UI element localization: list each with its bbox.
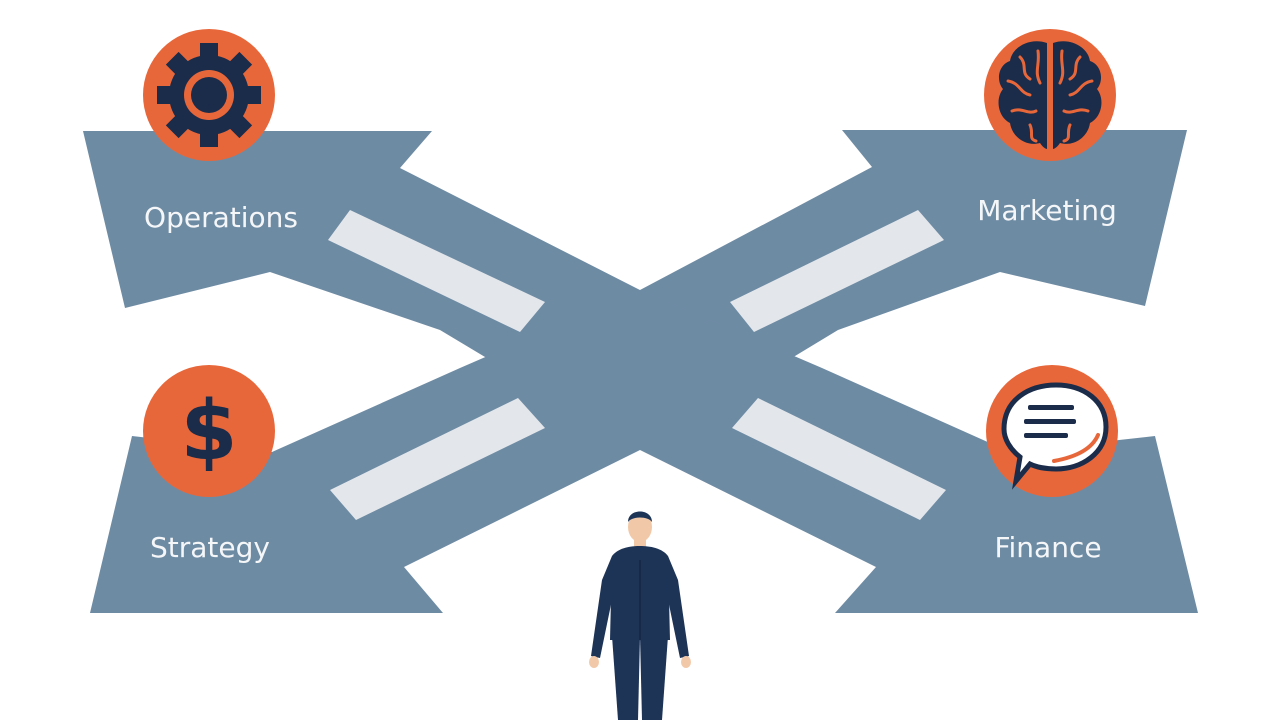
arrow-labels: Operations Marketing Strategy Finance [144,194,1117,564]
lane-marking-lower-right [732,398,946,520]
arrow-finance [640,290,1198,613]
dollar-icon: $ [143,365,275,497]
lane-marking-lower-left [330,398,545,520]
arrow-marketing [640,130,1187,450]
roads [83,130,1198,613]
label-operations: Operations [144,201,298,234]
lane-marking-upper-right [730,210,944,332]
gear-icon [143,29,275,161]
lane-marking-upper-left [328,210,545,332]
arrow-operations [83,131,640,450]
lane-markings [328,210,946,520]
brain-icon [984,29,1116,161]
svg-text:$: $ [180,384,237,479]
label-finance: Finance [994,531,1101,564]
crossing-center [560,290,720,450]
speech-bubble-icon [986,365,1118,497]
label-marketing: Marketing [977,194,1117,227]
label-strategy: Strategy [150,531,270,564]
arrow-strategy [90,290,640,613]
businessman-figure [589,511,691,720]
